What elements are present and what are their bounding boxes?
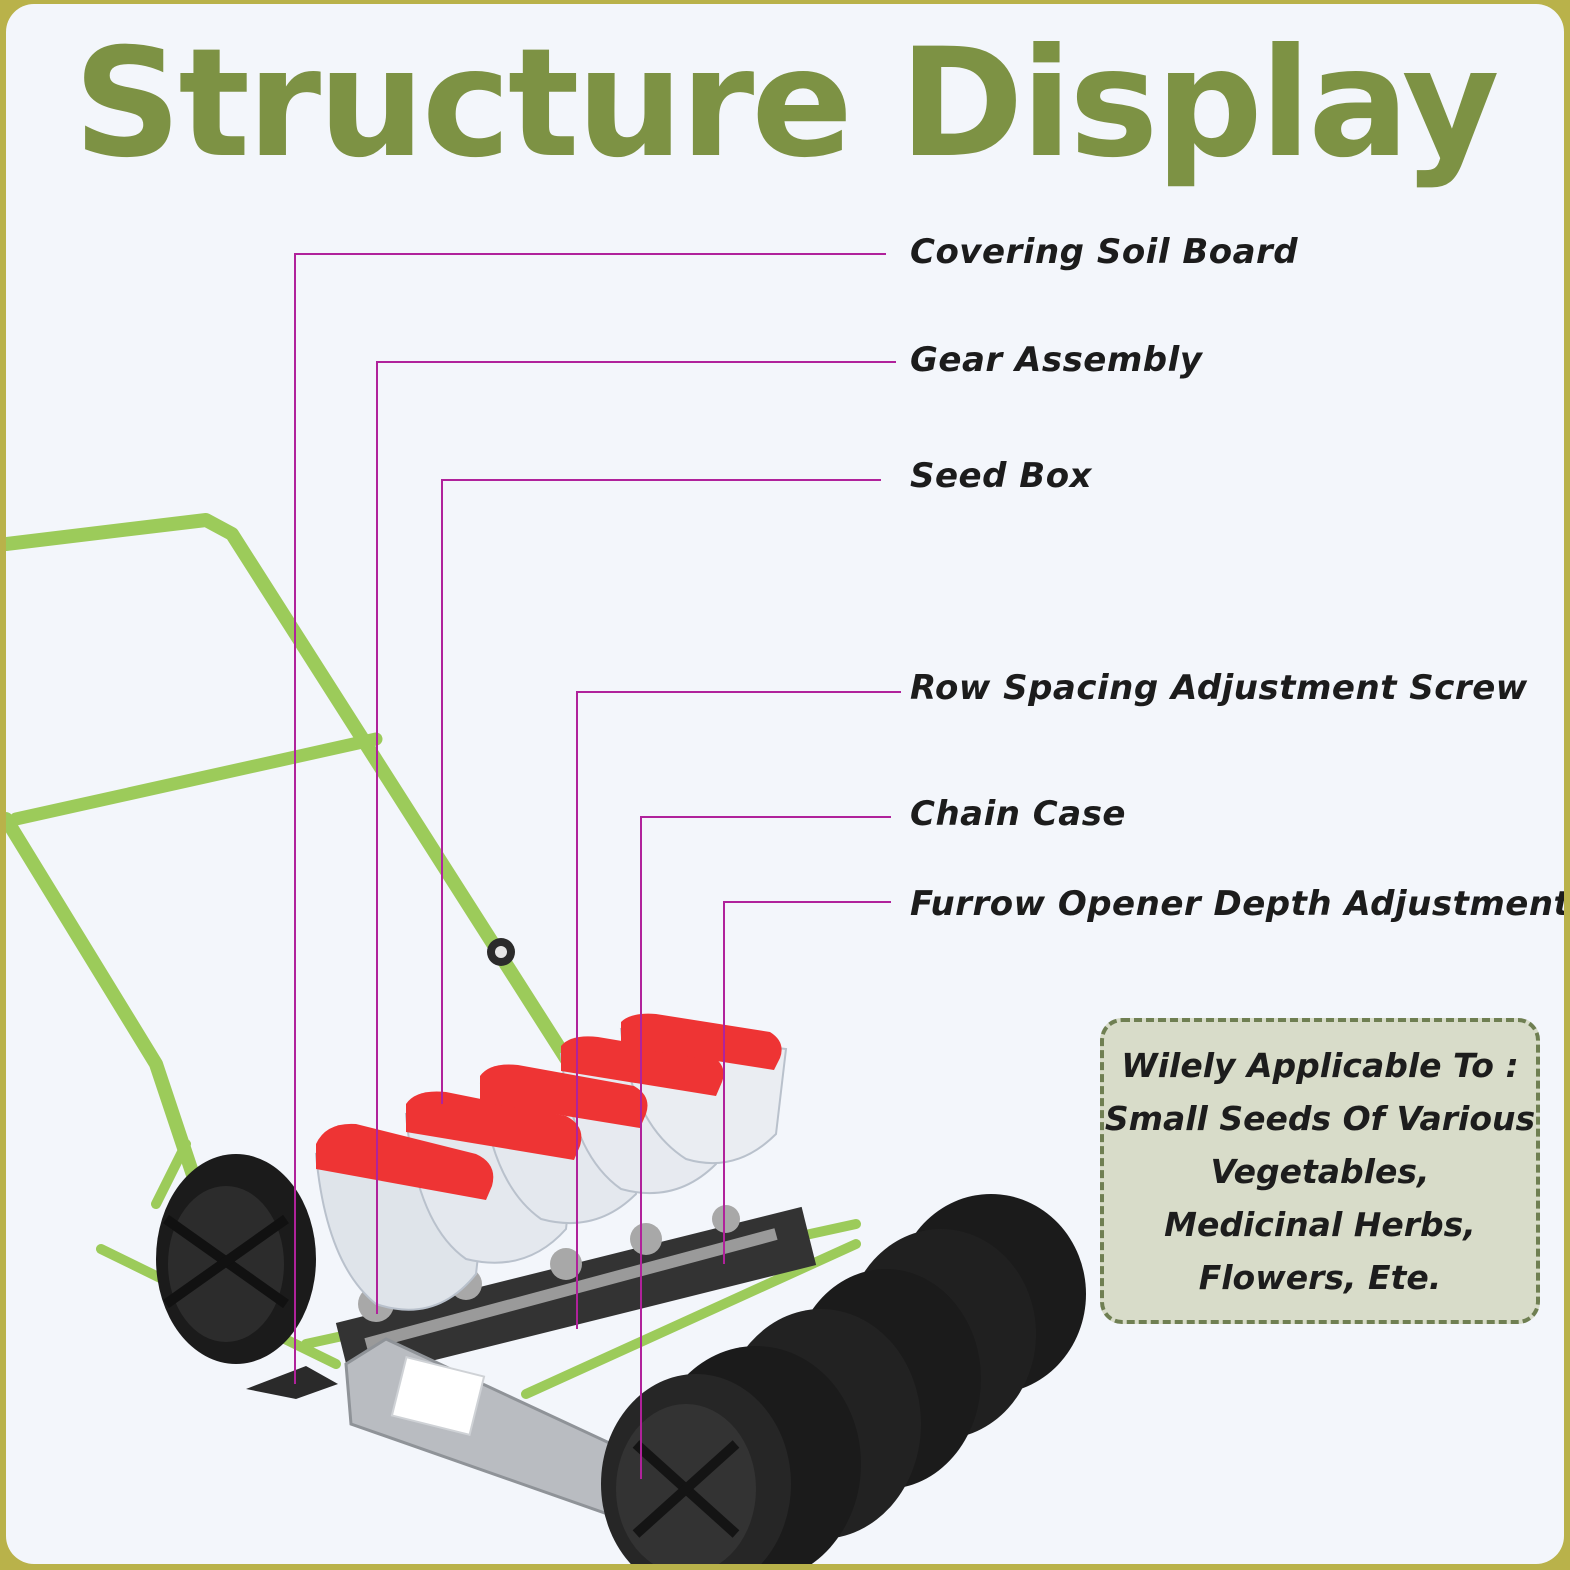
seeder-illustration xyxy=(6,253,1086,1564)
leader-line-chain-case xyxy=(640,816,891,1479)
label-seed-box: Seed Box xyxy=(910,456,1092,496)
label-gear-assembly: Gear Assembly xyxy=(910,340,1203,380)
label-row-spacing-adjustment-screw: Row Spacing Adjustment Screw xyxy=(910,668,1528,708)
infographic-card: Structure Display Covering Soil Board Ge… xyxy=(6,4,1564,1564)
covering-soil-board-blade xyxy=(246,1366,338,1399)
leader-line-furrow-opener-depth-adjustment xyxy=(723,901,891,1264)
front-roller-wheels xyxy=(601,1194,1086,1564)
handle-gear xyxy=(487,938,515,966)
leader-line-row-spacing-adjustment-screw xyxy=(576,691,901,1329)
leader-lines xyxy=(294,253,901,1479)
label-covering-soil-board: Covering Soil Board xyxy=(910,232,1299,272)
applicability-note-text: Wilely Applicable To : Small Seeds Of Va… xyxy=(1104,1045,1536,1297)
leader-line-covering-soil-board xyxy=(294,253,886,1384)
hopper-lids xyxy=(316,1013,782,1200)
label-chain-case: Chain Case xyxy=(910,794,1126,834)
leader-line-gear-assembly xyxy=(376,361,896,1314)
left-roller-wheel xyxy=(156,1154,316,1364)
chain-case-sticker xyxy=(390,1356,486,1436)
label-furrow-opener-depth-adjustment: Furrow Opener Depth Adjustment xyxy=(910,884,1564,924)
applicability-note: Wilely Applicable To : Small Seeds Of Va… xyxy=(1100,1018,1540,1324)
leader-line-seed-box xyxy=(441,479,881,1104)
page-title: Structure Display xyxy=(73,17,1499,191)
